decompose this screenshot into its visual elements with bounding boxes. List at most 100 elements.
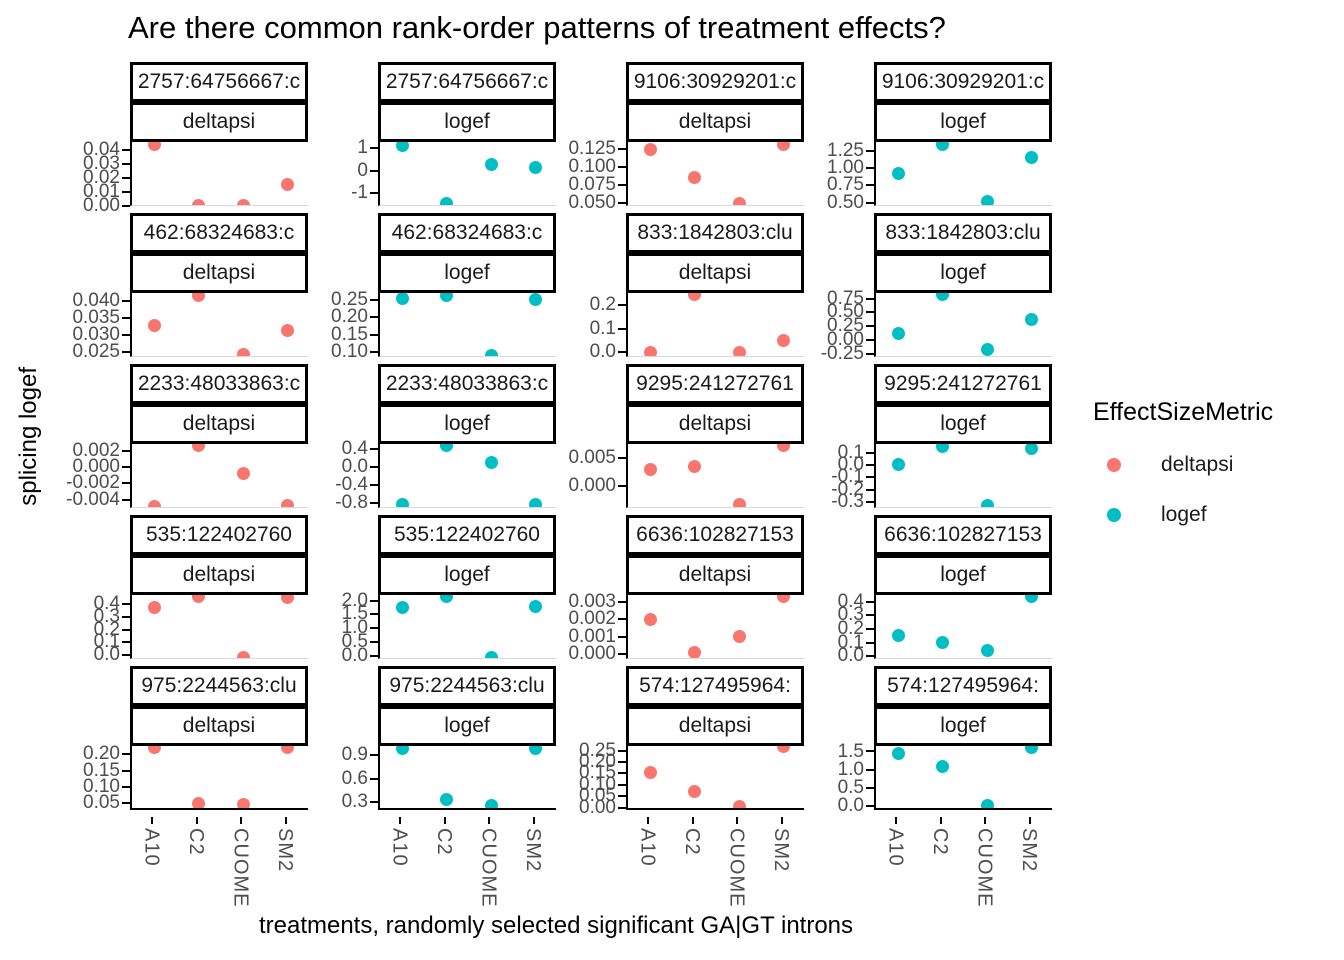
y-tick-mark <box>618 183 626 186</box>
data-point <box>732 197 746 205</box>
legend-title: EffectSizeMetric <box>1093 398 1274 426</box>
x-tick-mark <box>532 817 535 824</box>
x-tick-mark <box>488 817 491 824</box>
data-point <box>891 629 905 643</box>
data-point <box>147 601 161 615</box>
y-tick-label: 0 <box>357 159 368 181</box>
y-tick-mark <box>866 488 874 491</box>
facet-strip-intron: 2757:64756667:c <box>130 62 308 102</box>
y-tick-label: 0.50 <box>827 191 864 213</box>
x-tick-mark <box>240 817 243 824</box>
y-tick-mark <box>866 641 874 644</box>
facet-strip-metric: deltapsi <box>626 404 804 444</box>
data-point <box>732 800 746 808</box>
plot-title: Are there common rank-order patterns of … <box>128 10 946 45</box>
y-tick-mark <box>866 297 874 300</box>
data-point <box>936 293 950 301</box>
y-tick-label: 0.00 <box>827 329 864 351</box>
y-tick-label: 0.002 <box>72 439 120 461</box>
y-tick-mark <box>370 754 378 757</box>
data-point <box>1025 444 1039 456</box>
data-point <box>777 142 791 151</box>
y-tick-label: 0.4 <box>341 437 368 459</box>
data-point <box>147 318 161 332</box>
data-point <box>936 444 950 453</box>
y-tick-mark <box>122 190 130 193</box>
y-tick-label: 0.2 <box>589 293 616 315</box>
facet-strip-metric: deltapsi <box>130 253 308 293</box>
facet-strip-metric: deltapsi <box>130 555 308 595</box>
data-point <box>1025 746 1039 755</box>
y-tick-label: 0.75 <box>827 174 864 196</box>
y-tick-label: 0.2 <box>93 618 120 640</box>
legend-item-logef: logef <box>1093 503 1343 527</box>
data-point <box>395 497 409 507</box>
y-tick-mark <box>370 333 378 336</box>
facet-plot <box>874 595 1052 659</box>
y-tick-label: 0.50 <box>827 301 864 323</box>
y-tick-mark <box>618 351 626 354</box>
facet-plot <box>874 746 1052 810</box>
y-tick-mark <box>866 768 874 771</box>
y-tick-label: 0.10 <box>83 776 120 798</box>
y-tick-mark <box>618 795 626 798</box>
y-tick-label: -0.002 <box>66 472 120 494</box>
y-tick-label: 0.25 <box>579 739 616 761</box>
y-tick-mark <box>866 339 874 342</box>
y-tick-mark <box>370 599 378 602</box>
y-tick-mark <box>618 456 626 459</box>
y-tick-label: 0.0 <box>341 455 368 477</box>
y-tick-label: 0.075 <box>568 173 616 195</box>
y-tick-label: 0.20 <box>579 751 616 772</box>
y-tick-mark <box>618 635 626 638</box>
y-tick-label: 1.0 <box>837 758 864 780</box>
data-point <box>395 293 409 305</box>
data-point <box>891 458 905 472</box>
x-tick-mark <box>399 817 402 824</box>
y-tick-mark <box>370 613 378 616</box>
data-point <box>236 198 250 205</box>
facet-strip-intron: 9106:30929201:c <box>874 62 1052 102</box>
x-tick-label: SM2 <box>521 828 544 873</box>
y-tick-mark <box>370 316 378 319</box>
y-tick-label: 0.04 <box>83 138 120 160</box>
y-tick-mark <box>618 303 626 306</box>
facet-strip-metric: deltapsi <box>626 706 804 746</box>
x-axis-gutter-spacer <box>804 817 874 912</box>
y-tick-mark <box>866 476 874 479</box>
y-tick-label: -0.1 <box>831 466 864 488</box>
y-tick-label: 0.030 <box>72 324 120 346</box>
facet-plot <box>874 444 1052 508</box>
y-tick-label: 0.00 <box>83 195 120 216</box>
legend: EffectSizeMetric deltapsi logef <box>1093 398 1343 527</box>
y-tick-mark <box>370 298 378 301</box>
y-axis-title: splicing logef <box>12 62 46 810</box>
y-tick-mark <box>618 761 626 763</box>
y-tick-label: 0.1 <box>93 631 120 653</box>
legend-item-deltapsi: deltapsi <box>1093 453 1343 477</box>
y-tick-mark <box>866 463 874 466</box>
y-tick-mark <box>866 500 874 503</box>
